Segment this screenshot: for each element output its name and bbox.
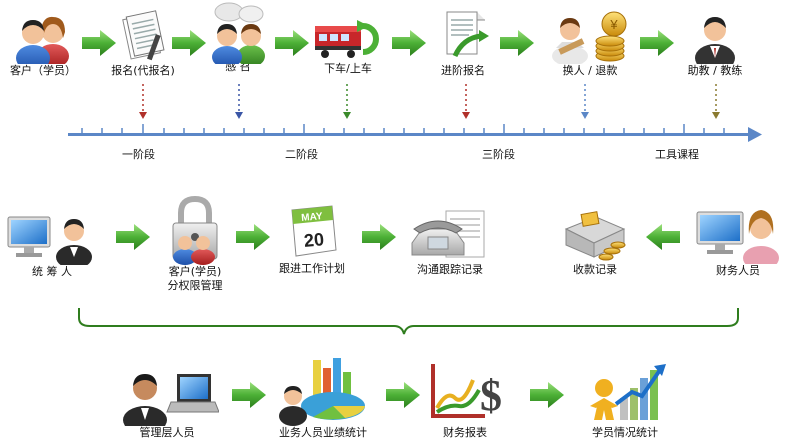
node-management: 管理层人员 [112,364,222,440]
customer-couple-icon [16,16,69,64]
calendar-month: MAY [301,211,324,224]
node-label: 换人 / 退款 [562,64,618,77]
node-label: 下车/上车 [324,62,372,75]
node-inspire: 感 召 [203,2,273,74]
node-communication: 沟通跟踪记录 [405,205,495,277]
node-train: 下车/上车 [308,12,388,76]
stage-label: 二阶段 [285,148,318,161]
node-finance-report: $ 财务报表 [420,360,510,440]
node-label: 客户（学员） [10,64,76,77]
node-label: 统 筹 人 [32,265,72,278]
node-work-plan: MAY 20 跟进工作计划 [272,200,352,276]
finance-report-icon: $ [431,364,502,420]
calendar-icon: MAY 20 [291,205,337,257]
advanced-registration-icon [446,11,489,58]
node-customer: 客户（学员） [8,8,78,78]
flow-arrow [386,382,420,408]
node-label: 进阶报名 [441,64,485,77]
coordinator-computer-icon [7,216,92,265]
node-label: 报名(代报名) [111,64,175,77]
flow-arrow [232,382,266,408]
calendar-day: 20 [303,229,325,251]
performance-chart-icon [279,358,365,426]
node-finance-staff: 财务人员 [690,198,786,278]
node-refund: ¥ 换人 / 退款 [545,6,635,78]
node-label: 管理层人员 [139,426,195,439]
flow-arrow [530,382,564,408]
flow-arrow-left [646,224,680,250]
node-label: 财务人员 [716,264,760,277]
finance-staff-icon [696,210,779,264]
telephone-document-icon [411,210,485,258]
cash-box-icon [564,211,626,261]
people-discussion-icon [212,2,265,64]
node-performance: 业务人员业绩统计 [258,354,388,440]
svg-text:$: $ [480,371,502,420]
flow-arrow [362,224,396,250]
node-label: 客户(学员) [168,265,222,278]
flow-arrow [275,30,309,56]
node-coach: 助教 / 教练 [680,6,750,78]
flow-arrow [116,224,150,250]
node-student-stats: 学员情况统计 [575,358,675,440]
student-stats-icon [590,364,666,420]
flow-arrow [500,30,534,56]
flow-arrow [172,30,206,56]
node-coordinator: 统 筹 人 [2,203,102,279]
node-advanced-registration: 进阶报名 [428,8,498,78]
node-label: 沟通跟踪记录 [417,263,483,276]
node-label: 助教 / 教练 [687,64,743,77]
stage-timeline [68,84,762,142]
grouping-brace [78,308,739,335]
flow-arrow [82,30,116,56]
node-label: 学员情况统计 [592,426,658,439]
node-label: 业务人员业绩统计 [279,426,367,439]
stage-label: 一阶段 [122,148,155,161]
flow-arrow [640,30,674,56]
node-label: 跟进工作计划 [279,262,345,275]
registration-form-icon [122,10,165,61]
node-registration: 报名(代报名) [108,8,178,78]
node-label: 财务报表 [443,426,487,439]
stage-label: 三阶段 [482,148,515,161]
refund-coins-icon: ¥ [552,11,627,64]
coach-person-icon [695,17,735,64]
svg-text:¥: ¥ [609,17,618,32]
padlock-users-icon [172,195,218,265]
node-label-line2: 分权限管理 [167,279,223,292]
manager-laptop-icon [123,374,219,426]
node-payment-records: 收款记录 [555,205,635,277]
node-label: 收款记录 [573,263,617,276]
node-permission: 客户(学员) 分权限管理 [150,195,240,293]
train-icon [315,20,379,58]
flow-arrow [236,224,270,250]
flow-arrow [392,30,426,56]
stage-label: 工具课程 [655,148,699,161]
